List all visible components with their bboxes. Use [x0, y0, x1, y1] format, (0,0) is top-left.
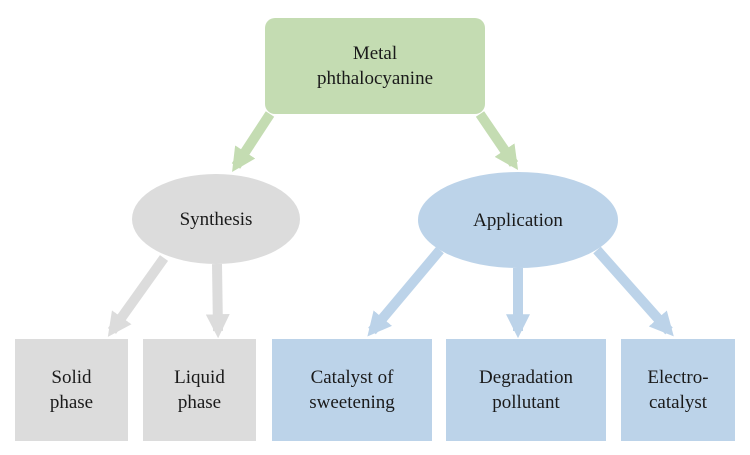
liquid-phase-line-1: Liquid	[174, 367, 225, 388]
root-label-line-1: Metal	[352, 43, 398, 64]
catalyst-line-2: sweetening	[309, 392, 395, 413]
root-label-line-2: phthalocyanine	[316, 68, 434, 89]
solid-phase-line-2: phase	[49, 392, 94, 413]
arrow-application-to-electrocatalyst	[593, 246, 674, 337]
leaf-node-degradation-pollutant: Degradation pollutant	[446, 339, 606, 441]
arrow-root-to-synthesis	[231, 111, 275, 173]
arrow-root-to-application	[475, 111, 519, 170]
degradation-line-2: pollutant	[492, 392, 560, 413]
leaf-node-electrocatalyst: Electro- catalyst	[621, 339, 735, 441]
leaf-node-solid-phase: Solid phase	[15, 339, 128, 441]
degradation-line-1: Degradation	[479, 367, 573, 388]
catalyst-line-1: Catalyst of	[310, 367, 394, 388]
solid-phase-line-1: Solid	[51, 367, 92, 388]
root-node-metal-phthalocyanine: Metal phthalocyanine	[265, 18, 485, 114]
arrow-application-to-catalyst	[367, 246, 444, 337]
synthesis-label: Synthesis	[179, 208, 253, 230]
electrocatalyst-line-2: catalyst	[648, 392, 708, 413]
leaf-node-catalyst-of-sweetening: Catalyst of sweetening	[272, 339, 432, 441]
branch-node-synthesis: Synthesis	[132, 174, 300, 264]
liquid-phase-line-2: phase	[177, 392, 222, 413]
electrocatalyst-line-1: Electro-	[647, 367, 709, 388]
arrow-synthesis-to-liquid-phase	[205, 263, 230, 339]
leaf-node-liquid-phase: Liquid phase	[143, 339, 256, 441]
arrow-synthesis-to-solid-phase	[107, 255, 169, 337]
branch-node-application: Application	[418, 172, 618, 268]
application-label: Application	[473, 209, 563, 231]
